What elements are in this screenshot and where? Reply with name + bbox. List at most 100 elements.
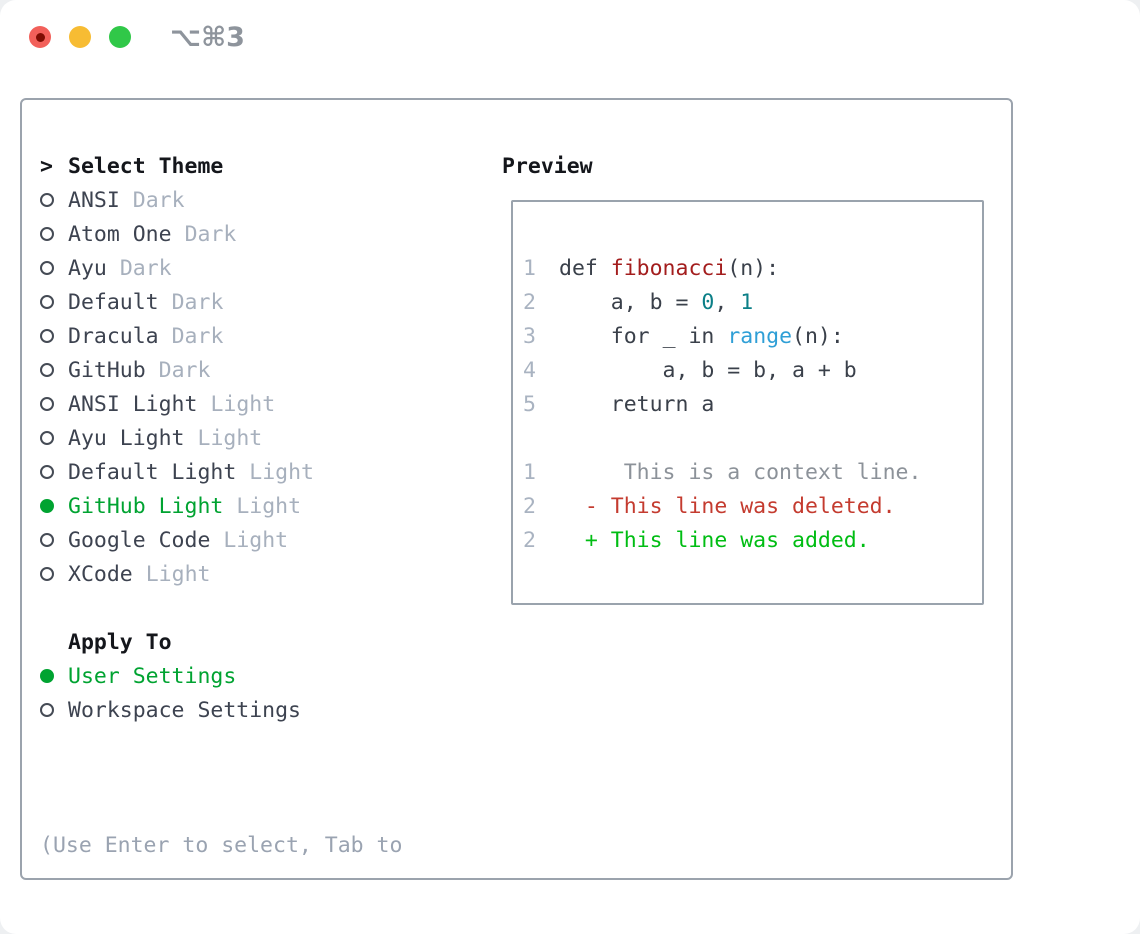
radio-unselected-icon [40, 431, 54, 445]
code-line: 3 for _ in range(n): [523, 319, 982, 353]
apply-option-user-settings[interactable]: User Settings [40, 659, 402, 693]
prompt-caret: > [40, 153, 53, 179]
theme-option-github-light[interactable]: GitHub Light Light [40, 489, 402, 523]
title-bar: ⌥⌘3 [0, 0, 1140, 76]
preview-header: Preview [502, 149, 593, 183]
theme-name: Default [68, 289, 159, 315]
radio-unselected-icon [40, 227, 54, 241]
theme-variant-label: Dark [132, 187, 185, 213]
line-number: 5 [523, 391, 536, 417]
line-number: 2 [523, 493, 536, 519]
theme-variant-label: Dark [171, 323, 224, 349]
theme-option-ayu[interactable]: Ayu Dark [40, 251, 402, 285]
diff-line-text: - This line was deleted. [559, 493, 896, 519]
theme-variant-label: Light [249, 459, 315, 485]
theme-name: XCode [68, 561, 133, 587]
diff-line-added: 2 + This line was added. [523, 523, 982, 557]
code-line: 2 a, b = 0, 1 [523, 285, 982, 319]
unsaved-changes-dot-icon [35, 32, 45, 42]
line-number: 2 [523, 527, 536, 553]
radio-selected-icon [40, 499, 54, 513]
code-line-text: return a [610, 391, 715, 417]
theme-variant-label: Dark [184, 221, 237, 247]
apply-option-workspace-settings[interactable]: Workspace Settings [40, 693, 402, 727]
select-theme-title: Select Theme [68, 153, 224, 179]
code-line-text: for _ in range(n): [610, 323, 844, 349]
theme-option-dracula[interactable]: Dracula Dark [40, 319, 402, 353]
radio-unselected-icon [40, 363, 54, 377]
apply-to-header: Apply To [40, 625, 402, 659]
theme-name: ANSI Light [68, 391, 198, 417]
spacer-row [40, 727, 402, 761]
theme-name: Dracula [68, 323, 159, 349]
theme-variant-label: Light [223, 527, 289, 553]
line-number: 1 [523, 255, 536, 281]
theme-option-ansi[interactable]: ANSI Dark [40, 183, 402, 217]
apply-option-label: User Settings [68, 663, 237, 689]
line-number: 2 [523, 289, 536, 315]
code-line-text: a, b = 0, 1 [559, 289, 754, 315]
diff-line-text: This is a context line. [559, 459, 922, 485]
code-line-text: def fibonacci(n): [559, 255, 780, 281]
theme-name: Ayu Light [68, 425, 185, 451]
theme-option-ayu-light[interactable]: Ayu Light Light [40, 421, 402, 455]
radio-unselected-icon [40, 465, 54, 479]
radio-unselected-icon [40, 567, 54, 581]
line-number: 3 [523, 323, 536, 349]
spacer-row [523, 421, 982, 455]
theme-name: GitHub Light [68, 493, 224, 519]
theme-name: ANSI [68, 187, 120, 213]
theme-variant-label: Light [236, 493, 302, 519]
diff-line-deleted: 2 - This line was deleted. [523, 489, 982, 523]
radio-unselected-icon [40, 703, 54, 717]
theme-option-github[interactable]: GitHub Dark [40, 353, 402, 387]
minimize-button[interactable] [69, 26, 91, 48]
theme-option-google-code[interactable]: Google Code Light [40, 523, 402, 557]
radio-unselected-icon [40, 397, 54, 411]
diff-sample: 1 This is a context line.2 - This line w… [523, 455, 982, 557]
theme-name: Google Code [68, 527, 211, 553]
radio-selected-icon [40, 669, 54, 683]
help-line: (Use Enter to select, Tab to [40, 833, 403, 858]
theme-option-ansi-light[interactable]: ANSI Light Light [40, 387, 402, 421]
apply-to-title: Apply To [68, 629, 172, 655]
theme-option-atom-one[interactable]: Atom One Dark [40, 217, 402, 251]
spacer-row [40, 591, 402, 625]
theme-variant-label: Dark [171, 289, 224, 315]
close-button[interactable] [29, 26, 51, 48]
theme-variant-label: Dark [158, 357, 211, 383]
help-text: (Use Enter to select, Tab to change focu… [40, 761, 402, 934]
code-line: 5 return a [523, 387, 982, 421]
diff-line-text: + This line was added. [559, 527, 870, 553]
line-number: 1 [523, 459, 536, 485]
apply-option-label: Workspace Settings [68, 697, 301, 723]
theme-option-default-light[interactable]: Default Light Light [40, 455, 402, 489]
code-line: 1 def fibonacci(n): [523, 251, 982, 285]
theme-name: GitHub [68, 357, 146, 383]
diff-line-context: 1 This is a context line. [523, 455, 982, 489]
theme-variant-label: Light [197, 425, 263, 451]
window-title: ⌥⌘3 [170, 22, 245, 53]
line-number: 4 [523, 357, 536, 383]
theme-name: Atom One [68, 221, 172, 247]
zoom-button[interactable] [109, 26, 131, 48]
theme-variant-label: Dark [119, 255, 172, 281]
code-line: 4 a, b = b, a + b [523, 353, 982, 387]
theme-name: Default Light [68, 459, 237, 485]
radio-unselected-icon [40, 193, 54, 207]
radio-unselected-icon [40, 533, 54, 547]
theme-variant-label: Light [210, 391, 276, 417]
radio-unselected-icon [40, 295, 54, 309]
radio-unselected-icon [40, 329, 54, 343]
radio-unselected-icon [40, 261, 54, 275]
theme-option-default[interactable]: Default Dark [40, 285, 402, 319]
code-line-text: a, b = b, a + b [559, 357, 857, 383]
theme-name: Ayu [68, 255, 107, 281]
preview-title: Preview [502, 153, 593, 179]
